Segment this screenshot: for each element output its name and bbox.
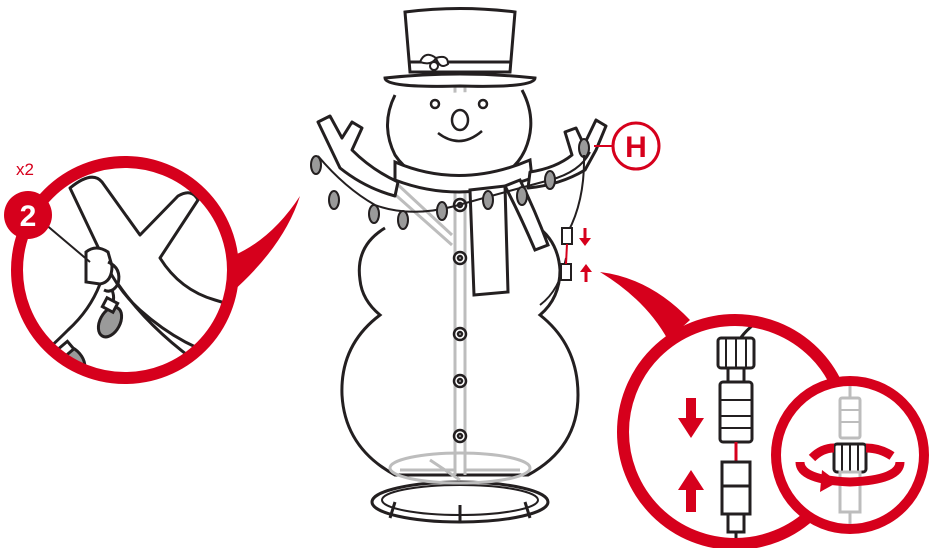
arrow-up-icon [580,264,592,282]
step-number: 2 [20,200,37,233]
top-hat [385,9,535,87]
part-label: H [625,131,647,164]
arm-left [318,116,398,196]
connector-small-bottom [561,264,571,280]
step-multiplier: x2 [16,160,34,179]
arm-right [528,120,606,188]
snowman-figure [311,9,606,523]
connector-small-top [562,228,572,244]
nose [452,110,468,130]
detail-callout-twist [776,378,924,535]
arrow-down-icon [579,228,591,246]
connector-socket [722,462,750,486]
clip-hook-icon [86,248,112,284]
detail-callout-hook [17,162,300,379]
base-stand [372,482,548,522]
connector-plug [720,382,752,442]
